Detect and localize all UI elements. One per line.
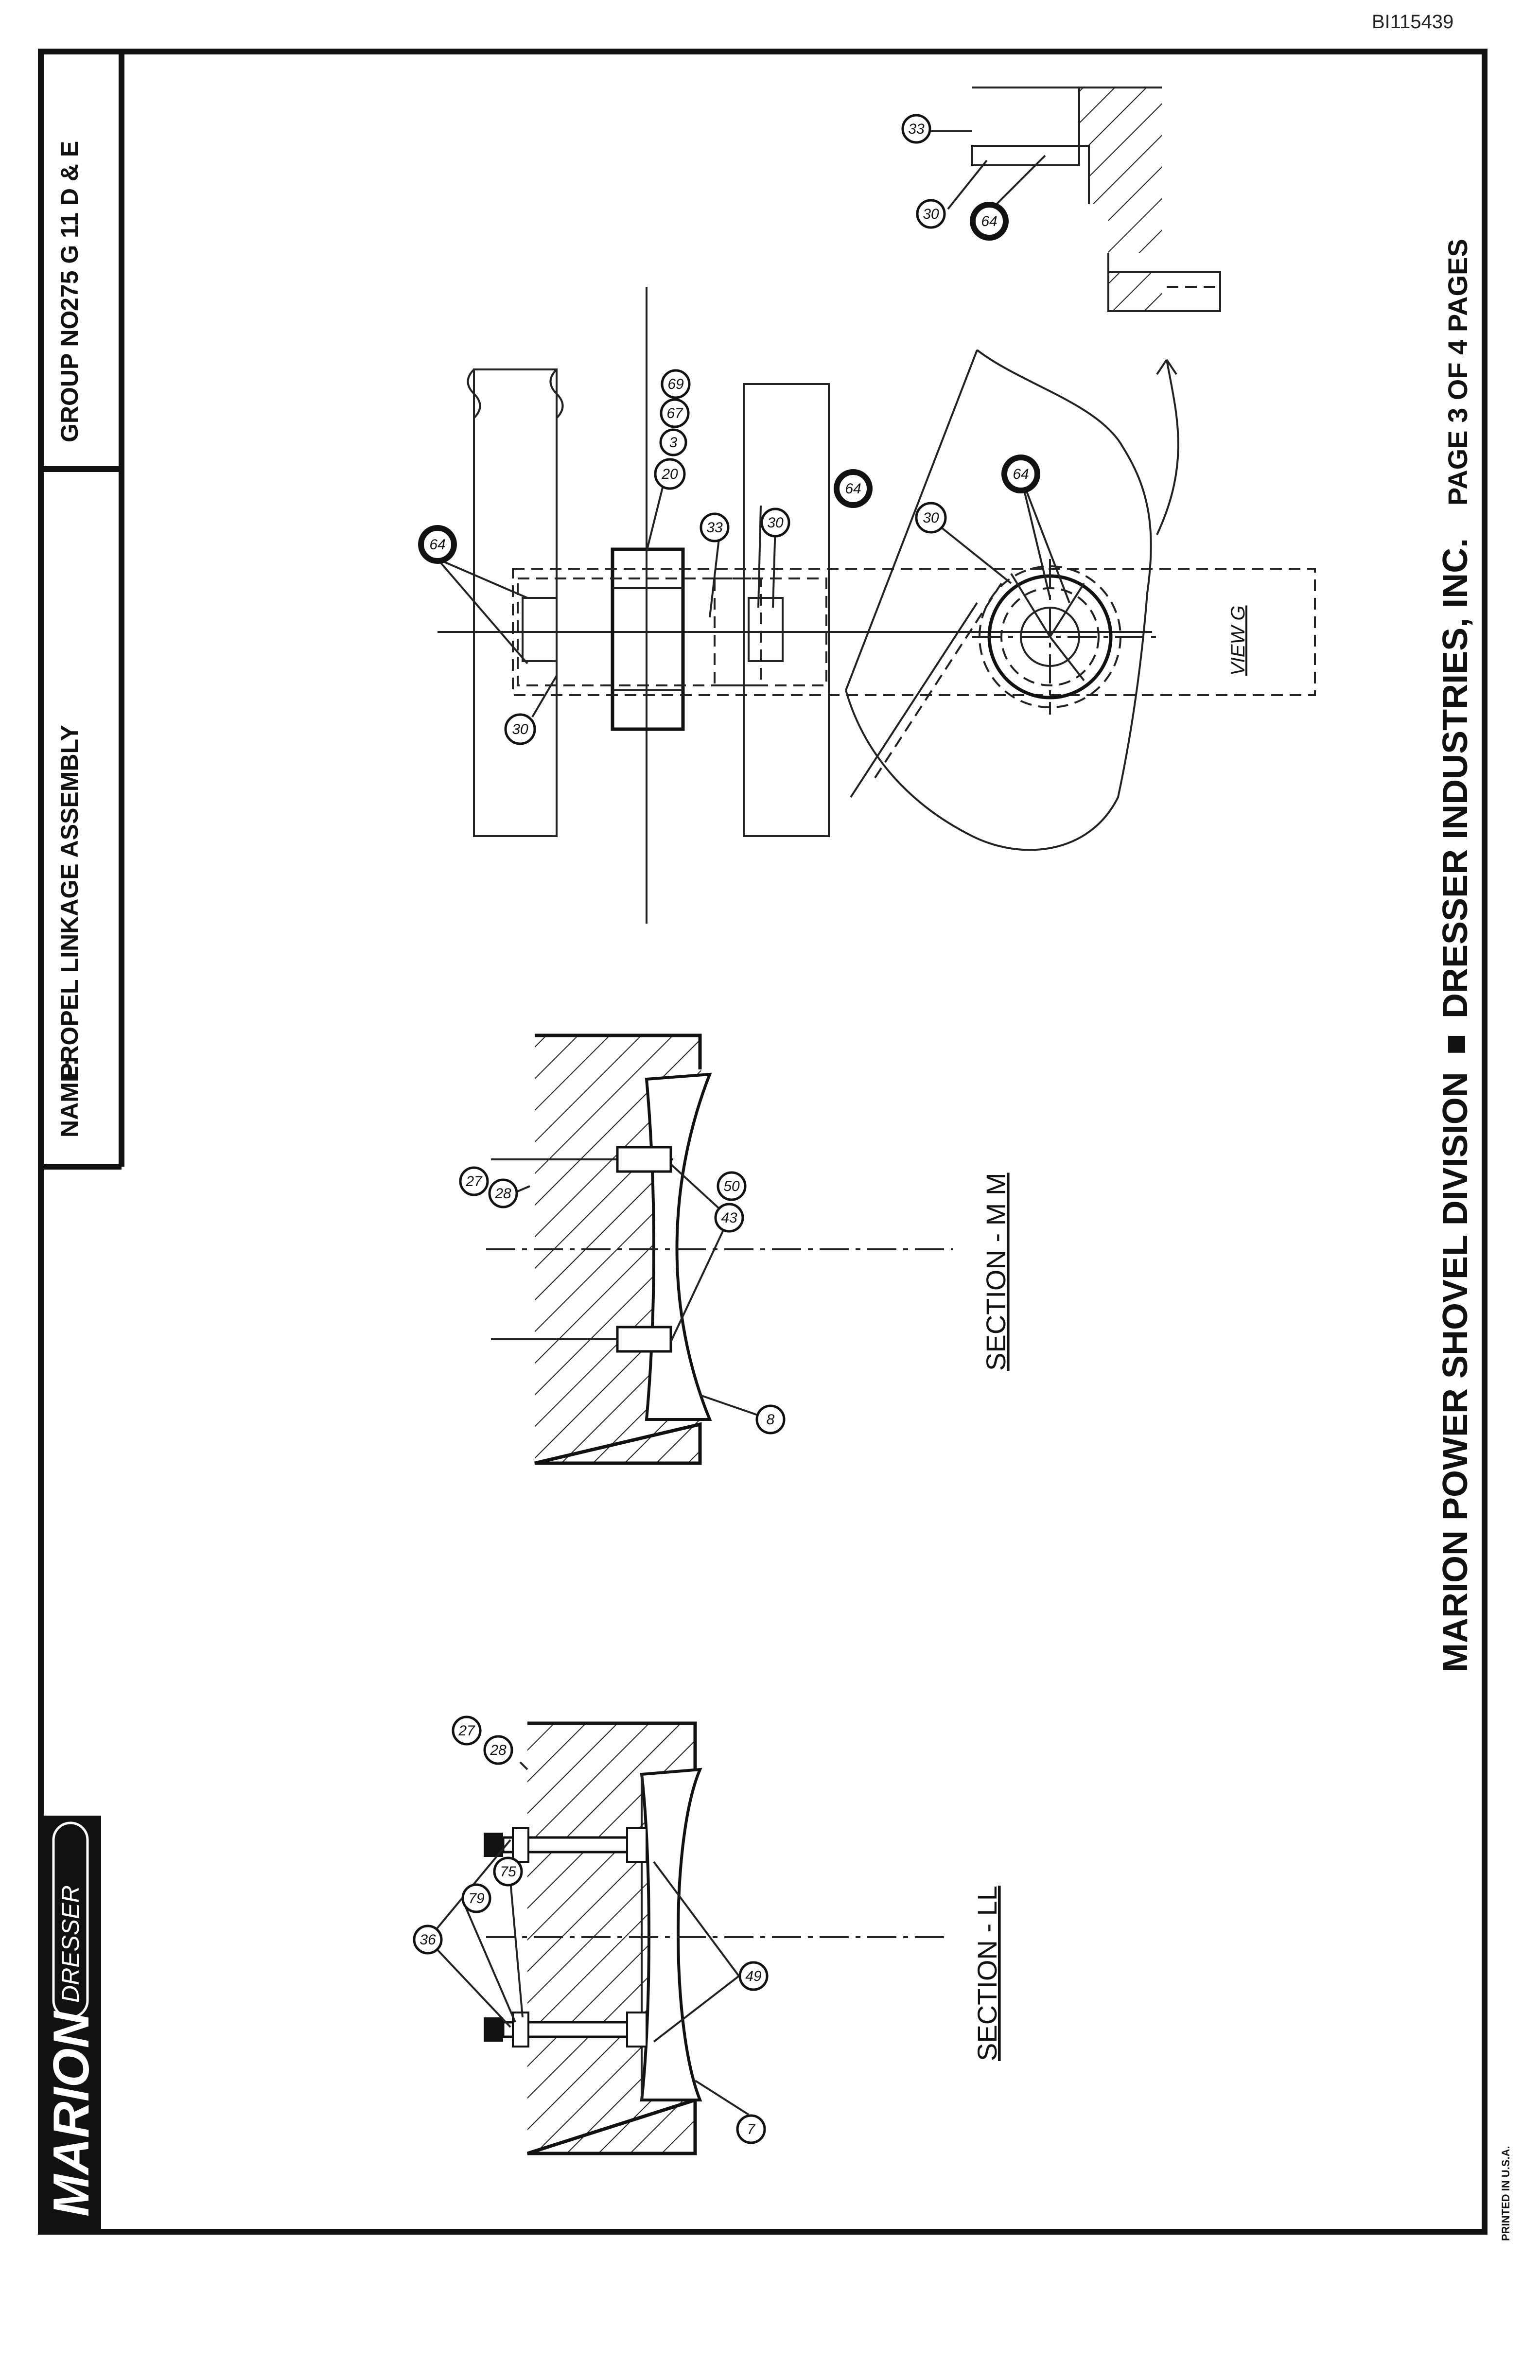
section-ll-label: SECTION - LL	[972, 1886, 1002, 2061]
callout-33-corner: 33	[901, 114, 931, 144]
corner-detail-view: 33 30 64	[901, 87, 1221, 312]
footer: MARION POWER SHOVEL DIVISION ■ DRESSER I…	[1436, 239, 1475, 1672]
svg-text:30: 30	[767, 515, 784, 531]
callout-79: 79	[461, 1883, 491, 1913]
callout-36: 36	[413, 1925, 443, 1955]
svg-text:33: 33	[706, 520, 723, 536]
section-mm-label: SECTION - M M	[980, 1172, 1011, 1371]
svg-text:30: 30	[923, 510, 939, 526]
logo-brand: MARION	[43, 2011, 100, 2217]
callout-30-view-g: 30	[915, 502, 947, 534]
svg-text:49: 49	[745, 1968, 762, 1984]
callout-27-mm: 27	[459, 1166, 489, 1196]
view-g: VIEW G 30 64	[845, 349, 1249, 851]
callout-28-mm: 28	[488, 1178, 518, 1208]
callout-8: 8	[755, 1404, 786, 1435]
callout-20: 20	[654, 458, 686, 490]
group-value: 275 G 11 D & E	[56, 141, 83, 311]
svg-text:28: 28	[490, 1742, 507, 1758]
section-ll-view: SECTION - LL 7 49 36 79 75 27 28	[413, 1715, 1002, 2155]
svg-text:64: 64	[1013, 466, 1029, 482]
callout-30-corner: 30	[916, 199, 946, 229]
callout-64-pin-b: 64	[834, 469, 873, 508]
callout-50: 50	[717, 1171, 747, 1201]
footer-separator: ■	[1436, 1034, 1475, 1055]
svg-text:30: 30	[923, 206, 939, 222]
footer-parent: DRESSER INDUSTRIES, INC.	[1436, 538, 1475, 1018]
svg-text:79: 79	[468, 1890, 485, 1907]
svg-text:33: 33	[908, 121, 925, 137]
svg-text:64: 64	[981, 213, 997, 229]
callout-64-view-g: 64	[1001, 455, 1040, 493]
callout-69: 69	[661, 369, 691, 399]
document-id: BI115439	[1372, 11, 1453, 33]
callout-30-pin-b: 30	[760, 508, 790, 538]
printed-note: PRINTED IN U.S.A.	[1500, 2146, 1512, 2241]
callout-27: 27	[452, 1715, 482, 1746]
svg-text:69: 69	[667, 376, 684, 392]
svg-text:64: 64	[429, 537, 445, 553]
callout-75: 75	[493, 1856, 523, 1887]
callout-64-pin-a: 64	[418, 525, 457, 564]
svg-text:20: 20	[661, 466, 678, 482]
callout-49: 49	[738, 1961, 769, 1991]
callout-7: 7	[736, 2114, 766, 2144]
svg-text:27: 27	[458, 1723, 475, 1739]
svg-text:67: 67	[666, 405, 683, 421]
callout-67: 67	[660, 398, 690, 428]
view-g-label: VIEW G	[1227, 606, 1249, 676]
svg-text:7: 7	[747, 2121, 756, 2137]
name-value: PROPEL LINKAGE ASSEMBLY	[56, 725, 83, 1079]
svg-text:27: 27	[465, 1173, 483, 1190]
callout-30-pin-a: 30	[504, 713, 536, 745]
svg-text:50: 50	[723, 1178, 740, 1194]
footer-company: MARION POWER SHOVEL DIVISION	[1436, 1072, 1475, 1672]
callout-64-corner: 64	[970, 202, 1009, 241]
name-label: NAME:	[56, 1058, 83, 1138]
callout-28: 28	[483, 1735, 513, 1765]
footer-page: PAGE 3 OF 4 PAGES	[1442, 239, 1473, 506]
section-mm-view: SECTION - M M 8 43 50 27 28	[459, 1033, 1011, 1465]
svg-text:28: 28	[494, 1186, 511, 1202]
title-block: NAME: PROPEL LINKAGE ASSEMBLY GROUP NO 2…	[41, 52, 124, 1170]
svg-text:43: 43	[721, 1210, 737, 1226]
svg-text:3: 3	[669, 435, 678, 451]
svg-text:64: 64	[845, 481, 861, 497]
marion-dresser-logo: MARION DRESSER	[41, 1816, 101, 2234]
group-label: GROUP NO	[56, 311, 83, 442]
sheet-border	[38, 49, 1488, 2235]
callout-43: 43	[714, 1203, 744, 1233]
callout-33-pin: 33	[700, 512, 730, 542]
svg-text:30: 30	[512, 721, 528, 737]
svg-text:36: 36	[420, 1932, 436, 1948]
svg-text:75: 75	[500, 1864, 516, 1880]
logo-sub-brand: DRESSER	[57, 1885, 84, 2003]
svg-text:8: 8	[767, 1412, 775, 1428]
callout-3: 3	[659, 428, 687, 456]
pin-detail-view: 64 30 33 30 64 20 3 67 69	[418, 287, 1316, 924]
